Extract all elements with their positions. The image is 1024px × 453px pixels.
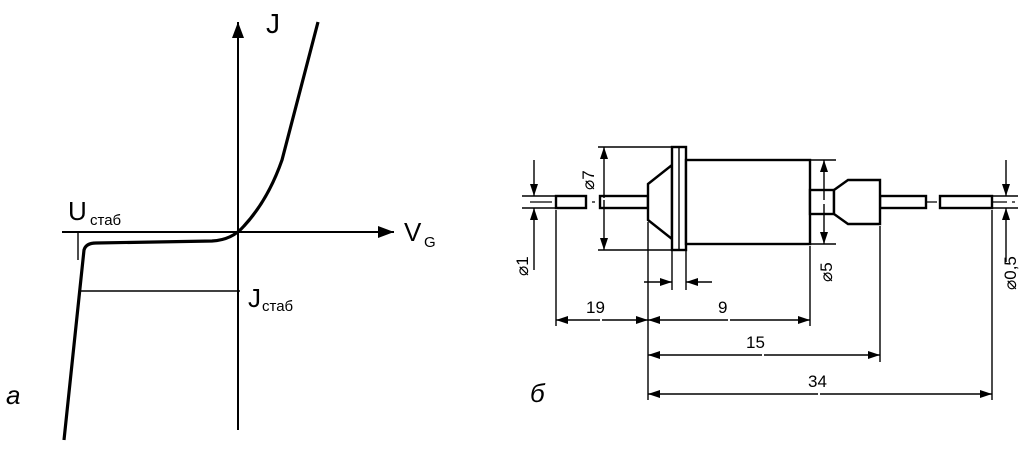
diode-neck [808, 188, 836, 216]
panel-b: ⌀1 ⌀7 ⌀5 ⌀0,5 19 [513, 145, 1020, 408]
u-stab-label: U [68, 196, 87, 226]
j-stab-label: J [248, 283, 261, 313]
dim-9-label: 9 [718, 298, 727, 317]
u-stab-sub: стаб [90, 212, 121, 229]
diode-body [684, 158, 812, 246]
dim-15-label: 15 [746, 333, 765, 352]
axis-label-j: J [266, 8, 280, 39]
dim-19-label: 19 [586, 298, 605, 317]
axis-label-v-sub: G [424, 234, 436, 251]
dim-d1-label: ⌀1 [513, 256, 532, 276]
panel-a-label: а [6, 380, 20, 410]
dim-d5-label: ⌀5 [817, 262, 836, 282]
iv-curve [62, 21, 320, 441]
right-lead-end [938, 194, 994, 210]
diode-cone [646, 162, 674, 242]
dim-d7-label: ⌀7 [579, 170, 598, 190]
diode-cap [832, 178, 882, 226]
panel-b-label: б [530, 378, 546, 408]
right-lead [878, 194, 928, 210]
left-lead [598, 194, 650, 210]
dim-34-label: 34 [808, 372, 827, 391]
dim-d05-label: ⌀0,5 [1001, 256, 1020, 290]
left-lead-end [554, 194, 588, 210]
axis-label-v: V [404, 217, 422, 247]
j-stab-sub: стаб [262, 298, 293, 315]
panel-a: J V G U стаб J стаб а [6, 8, 436, 441]
